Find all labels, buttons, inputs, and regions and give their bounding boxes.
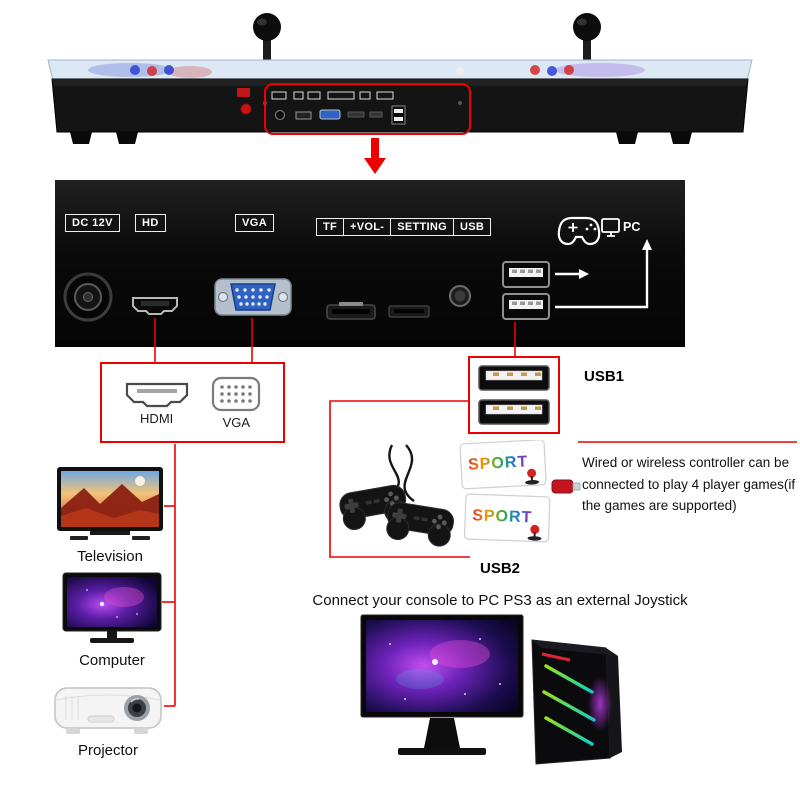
io-panel: PC DC 12V HD VGA TF +VOL- SETTING USB [55,180,685,347]
usb1-description: Wired or wireless controller can be conn… [582,455,796,514]
console-photo [40,8,760,148]
usb1-title: USB1 [584,368,625,385]
tv-label: Television [77,548,143,565]
console-photo-svg [47,13,753,144]
computer-label: Computer [79,652,145,669]
console-top-panel [47,59,753,82]
vga-port [214,278,292,316]
hdmi-label: HDMI [140,410,174,426]
usb-port-icon [478,365,550,392]
panel-label-vol: +VOL- [343,218,392,236]
pc-tower-image [512,630,632,768]
panel-label-setting: SETTING [390,218,455,236]
usb-port-icon [478,398,550,425]
hdmi-icon [125,382,188,407]
hdmi-item: HDMI [124,380,190,426]
projector-label: Projector [77,742,139,759]
usb-ports [502,261,550,320]
controllers-image [330,443,470,555]
usb-dongle-icon [551,479,581,494]
sport-box-2: SPORT [463,493,551,543]
sport-box-1: SPORT [459,440,547,490]
panel-label-tf: TF [316,218,345,236]
gamepad-icon [557,216,601,246]
tf-card-slot [326,302,376,320]
dc-jack-port [63,272,113,322]
panel-label-dc12v: DC 12V [65,214,120,232]
hdmi-port [132,297,178,315]
panel-label-vga: VGA [235,214,275,232]
vga-icon [212,376,261,411]
av-adapter-box: HDMI VGA [100,362,285,443]
usb2-description: Connect your console to PC PS3 as an ext… [312,592,688,609]
panel-label-usb: USB [453,218,492,236]
tv-image [56,466,164,544]
console-feet [70,132,692,144]
computer-image [62,572,162,648]
console-body [51,78,749,133]
sport-box-label: SPORT [472,507,533,526]
usb-to-gamepad-arrow [555,269,589,279]
setting-button-port [449,285,471,307]
vga-item: VGA [211,376,261,430]
controller-right [386,502,454,547]
io-panel-ports-svg: PC [63,216,652,322]
pc-icon [601,218,620,237]
pc-monitor-image [360,614,528,764]
aux-slot [388,305,430,318]
usb1-ports-box [468,356,560,434]
sport-box-label: SPORT [468,453,529,473]
usb-to-pc-arrow [555,239,652,309]
projector-image [52,676,164,742]
controller-boxes-image: SPORT SPORT [454,440,584,550]
usb2-title: USB2 [479,560,520,577]
panel-label-hd: HD [135,214,166,232]
vga-label: VGA [222,414,251,430]
pc-label: PC [623,220,640,234]
panel-label-strip: TF +VOL- SETTING USB [316,218,492,236]
